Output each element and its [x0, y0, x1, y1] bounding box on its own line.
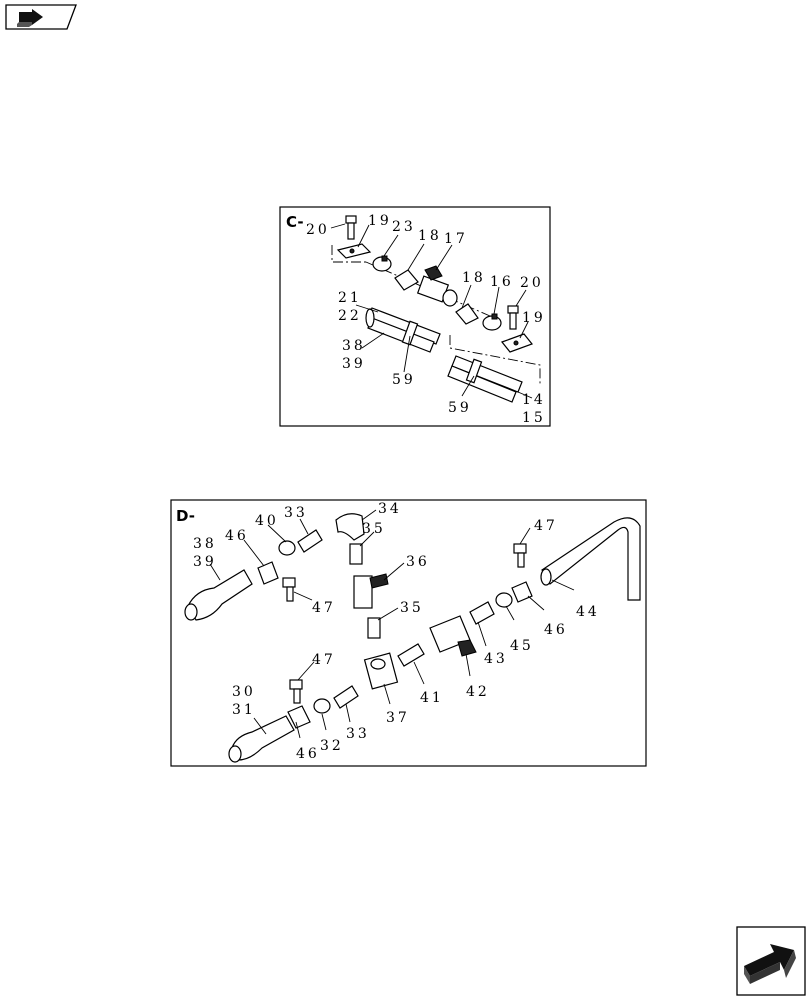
ball-valve-part [429, 615, 477, 657]
callout-label: 30 [232, 684, 256, 700]
hose-part [231, 715, 295, 761]
callout-label: 41 [420, 690, 444, 706]
callout-label: 22 [338, 308, 362, 324]
callout-label: 44 [576, 604, 600, 620]
callout-label: 47 [312, 652, 336, 668]
fitting-part [333, 685, 359, 709]
callout-label: 39 [342, 356, 366, 372]
fitting-part [394, 269, 419, 291]
callout-label: 19 [368, 213, 392, 229]
assembly-line [449, 335, 541, 385]
fitting-part [469, 601, 495, 625]
ball-valve-part [353, 573, 389, 609]
callout-label: 31 [232, 702, 256, 718]
bolt-part [289, 679, 303, 704]
callout-label: 47 [534, 518, 558, 534]
clamp-part [287, 705, 311, 729]
next-page-button[interactable] [736, 926, 806, 996]
fitting-part [397, 643, 425, 667]
hose-part [187, 569, 253, 621]
callout-label: 46 [544, 622, 568, 638]
callout-label: 33 [284, 505, 308, 521]
callout-label: 34 [378, 501, 402, 517]
callout-label: 18 [418, 228, 442, 244]
bolt-part [345, 215, 357, 240]
view-d: D- [170, 499, 647, 767]
prev-page-button[interactable] [5, 4, 77, 30]
callout-label: 35 [400, 600, 424, 616]
callout-label: 37 [386, 710, 410, 726]
callout-label: 33 [346, 726, 370, 742]
callout-label: 38 [193, 536, 217, 552]
elbow-part [335, 513, 365, 541]
callout-label: 46 [296, 746, 320, 762]
view-c: C- [279, 206, 551, 427]
fitting-part [455, 303, 479, 325]
callout-label: 19 [522, 310, 546, 326]
view-d-title: D- [176, 507, 195, 525]
callout-label: 20 [306, 222, 330, 238]
hose-clamp-part [313, 698, 331, 714]
callout-label: 18 [462, 270, 486, 286]
callout-label: 16 [490, 274, 514, 290]
callout-label: 17 [444, 231, 468, 247]
callout-label: 47 [312, 600, 336, 616]
callout-label: 42 [466, 684, 490, 700]
callout-label: 39 [193, 554, 217, 570]
callout-label: 15 [522, 410, 546, 426]
bolt-part [507, 305, 519, 330]
view-c-title: C- [286, 213, 304, 231]
callout-label: 21 [338, 290, 362, 306]
fitting-part [349, 543, 363, 565]
callout-label: 36 [406, 554, 430, 570]
callout-label: 59 [448, 400, 472, 416]
hose-clamp-part [495, 592, 513, 608]
callout-label: 45 [510, 638, 534, 654]
callout-label: 38 [342, 338, 366, 354]
callout-label: 43 [484, 651, 508, 667]
callout-label: 20 [520, 275, 544, 291]
assembly-line [331, 245, 366, 263]
back-arrow-icon [5, 4, 77, 30]
callout-label: 40 [255, 513, 279, 529]
next-arrow-icon [736, 926, 806, 996]
callout-label: 35 [362, 521, 386, 537]
clip-part [465, 358, 483, 384]
tee-fitting-part [363, 652, 399, 690]
callout-label: 59 [392, 372, 416, 388]
view-c-frame [279, 206, 551, 427]
clamp-part [511, 581, 533, 603]
fitting-part [297, 529, 323, 553]
clip-part [401, 320, 419, 346]
hose-part [447, 365, 517, 403]
callout-label: 14 [522, 392, 546, 408]
bolt-part [282, 577, 296, 602]
hose-part [541, 517, 641, 601]
hose-clamp-part [278, 540, 296, 556]
fitting-part [367, 617, 381, 639]
ball-valve-part [416, 265, 458, 307]
callout-label: 23 [392, 219, 416, 235]
clamp-part [257, 561, 279, 585]
callout-label: 32 [320, 738, 344, 754]
callout-label: 46 [225, 528, 249, 544]
view-d-frame [170, 499, 647, 767]
bolt-part [513, 543, 527, 568]
